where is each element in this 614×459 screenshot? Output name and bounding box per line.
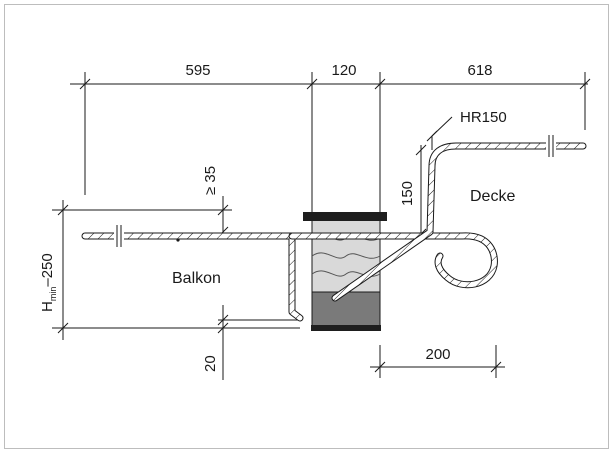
break-symbol-left: [114, 225, 124, 247]
bottom-offset-dimension: [217, 305, 300, 380]
slab-label: Decke: [470, 188, 515, 205]
outer-border: [4, 4, 609, 449]
bend-radius-leader: [426, 116, 453, 150]
tension-bar: [81, 232, 304, 322]
diagonal-bar: [331, 142, 587, 302]
bend-radius-label: HR150: [460, 109, 507, 126]
height-subscript: min: [48, 287, 58, 302]
balcony-label: Balkon: [172, 270, 221, 287]
break-symbol-right: [546, 135, 556, 157]
height-suffix: –250: [39, 253, 56, 286]
dim-slab-width: 618: [467, 62, 492, 79]
height-prefix: H: [39, 301, 56, 312]
cover-dimension-label: ≥ 35: [202, 166, 219, 195]
height-dimension-label: Hmin–250: [39, 253, 58, 312]
hook-height-label: 150: [399, 181, 416, 206]
dim-balcony-width: 595: [185, 62, 210, 79]
dim-insulation-width: 120: [331, 62, 356, 79]
hook-length-dimension: [370, 345, 505, 378]
bar-marker-dot: [176, 238, 180, 242]
top-dimension-chain: [70, 72, 591, 212]
hook-length-label: 200: [425, 346, 450, 363]
bottom-offset-label: 20: [202, 355, 219, 372]
insulation-body: [303, 212, 387, 331]
slab-bar-loop: [288, 232, 498, 289]
height-dimension: [52, 200, 300, 340]
